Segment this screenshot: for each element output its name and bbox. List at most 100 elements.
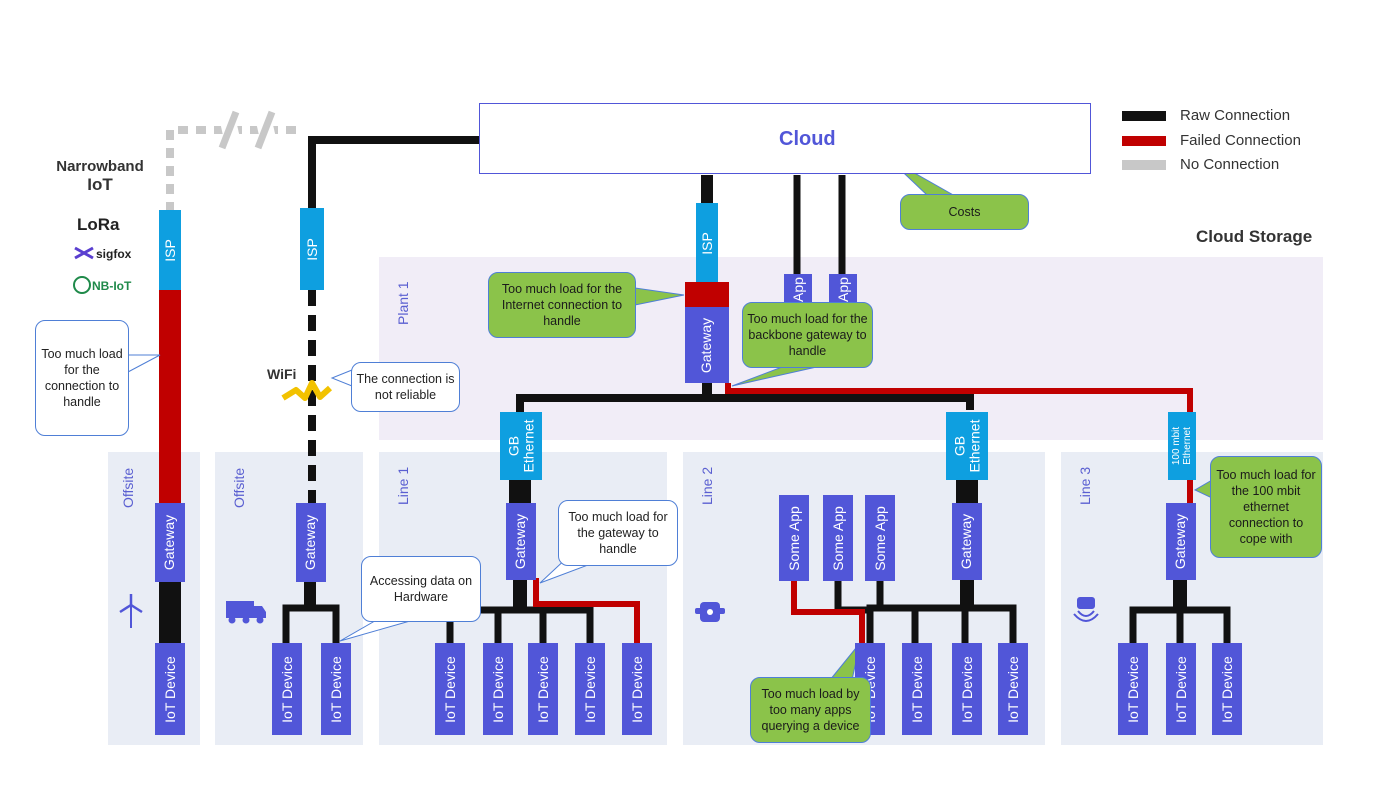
gateway-label: Gateway	[958, 513, 975, 570]
iot-device-line-1d: IoT Device	[575, 643, 605, 735]
gateway-line-2: Gateway	[952, 503, 982, 580]
iot-device-line-2c: IoT Device	[952, 643, 982, 735]
iot-device-line-1b: IoT Device	[483, 643, 513, 735]
nb-iot-logo: NB-IoT	[73, 276, 132, 294]
callout-pointer	[634, 287, 685, 306]
wifi-label: WiFi	[267, 366, 297, 382]
legend-failed-label: Failed Connection	[1180, 132, 1301, 149]
ethernet-label: Ethernet	[966, 419, 982, 473]
legend-failed: Failed Connection	[1122, 132, 1301, 149]
no-connection-line	[166, 126, 300, 212]
break-mark-2	[254, 110, 276, 150]
legend-none-swatch	[1122, 159, 1166, 170]
iot-device-label: IoT Device	[581, 655, 598, 723]
iot-device-label: IoT Device	[327, 655, 344, 723]
legend-raw-label: Raw Connection	[1180, 107, 1291, 124]
iot-device-line-2d: IoT Device	[998, 643, 1028, 735]
narrowband-isp-box: ISP	[159, 210, 181, 290]
line-1-failed-line	[533, 578, 640, 645]
ethernet-label: Ethernet	[1182, 427, 1194, 465]
narrowband-title-line-1: Narrowband	[56, 158, 144, 175]
sensor-icon	[695, 602, 725, 622]
gateway-label: Gateway	[1172, 513, 1189, 570]
gateway-offsite-1: Gateway	[155, 503, 185, 582]
iot-device-line-1e: IoT Device	[622, 643, 652, 735]
some-app-box-1: Some App	[779, 495, 809, 581]
iot-device-label: IoT Device	[278, 655, 295, 723]
iot-device-label: IoT Device	[908, 655, 925, 723]
app-box-plant-2: App	[829, 274, 857, 304]
legend-none-label: No Connection	[1180, 156, 1280, 173]
callout-costs: Costs	[900, 194, 1029, 230]
callout-internet-load: Too much load for the Internet connectio…	[488, 272, 636, 338]
wifi-isp-box: ISP	[300, 208, 324, 290]
app-label: App	[789, 277, 806, 302]
some-app-label: Some App	[829, 505, 846, 571]
iot-device-label: IoT Device	[958, 655, 975, 723]
iot-device-label: IoT Device	[628, 655, 645, 723]
app-box-plant-1: App	[784, 274, 812, 304]
iot-device-label: IoT Device	[1004, 655, 1021, 723]
callout-pointer	[127, 354, 161, 373]
plant-gateway-box: Gateway	[685, 307, 729, 383]
wifi-isp-cloud-line	[308, 136, 480, 208]
gateway-label: Gateway	[512, 513, 529, 570]
legend-raw: Raw Connection	[1122, 107, 1290, 124]
some-app-box-2: Some App	[823, 495, 853, 581]
app-label: App	[834, 277, 851, 302]
backbone-left-line	[516, 394, 974, 415]
iot-device-offsite-1: IoT Device	[155, 643, 185, 735]
gateway-label: Gateway	[161, 514, 178, 571]
gb-label: GB	[505, 435, 521, 457]
callout-mbit-load: Too much load for the 100 mbit ethernet …	[1210, 456, 1322, 558]
wind-turbine-icon	[119, 594, 143, 628]
callout-gateway-load: Too much load for the gateway to handle	[558, 500, 678, 566]
callout-narrowband-load: Too much load for the connection to hand…	[35, 320, 129, 436]
gateway-label: Gateway	[698, 317, 715, 373]
callout-backbone-load: Too much load for the backbone gateway t…	[742, 302, 873, 368]
plant-failed-block	[685, 282, 729, 308]
svg-text:sigfox: sigfox	[96, 247, 132, 261]
isp-label: ISP	[161, 238, 178, 262]
gateway-line-1: Gateway	[506, 503, 536, 580]
iot-device-line-3b: IoT Device	[1166, 643, 1196, 735]
lora-logo: LoRa	[77, 215, 120, 234]
isp-label: ISP	[698, 231, 715, 255]
gb-label: GB	[951, 435, 967, 457]
isp-label: ISP	[303, 237, 320, 261]
iot-device-label: IoT Device	[441, 655, 458, 723]
plant-isp-box: ISP	[696, 203, 718, 283]
break-mark-1	[218, 110, 240, 150]
callout-apps-querying: Too much load by too many apps querying …	[750, 677, 871, 743]
gateway-line-3: Gateway	[1166, 503, 1196, 580]
mbit-label: 100 mbit	[1171, 426, 1183, 466]
iot-device-offsite-2b: IoT Device	[321, 643, 351, 735]
iot-device-line-3a: IoT Device	[1118, 643, 1148, 735]
ethernet-label: Ethernet	[520, 419, 536, 473]
svg-text:LoRa: LoRa	[77, 215, 120, 234]
iot-device-line-1a: IoT Device	[435, 643, 465, 735]
legend-none: No Connection	[1122, 156, 1279, 173]
iot-device-label: IoT Device	[1218, 655, 1235, 723]
iot-device-line-2b: IoT Device	[902, 643, 932, 735]
narrowband-title-line-2: IoT	[87, 175, 113, 194]
iot-device-label: IoT Device	[1124, 655, 1141, 723]
cloud-storage-label: Cloud Storage	[1196, 227, 1313, 246]
gateway-label: Gateway	[302, 514, 319, 571]
svg-text:NB-IoT: NB-IoT	[92, 279, 132, 293]
cloud-label: Cloud	[779, 128, 836, 150]
narrowband-title: Narrowband IoT	[50, 158, 150, 194]
iot-device-label: IoT Device	[534, 655, 551, 723]
temperature-sensor-icon	[1073, 597, 1099, 622]
legend-raw-swatch	[1122, 110, 1166, 121]
callout-pointer	[330, 369, 353, 387]
wifi-zigzag	[281, 380, 333, 401]
callout-hardware-access: Accessing data on Hardware	[361, 556, 481, 622]
legend-failed-swatch	[1122, 135, 1166, 146]
